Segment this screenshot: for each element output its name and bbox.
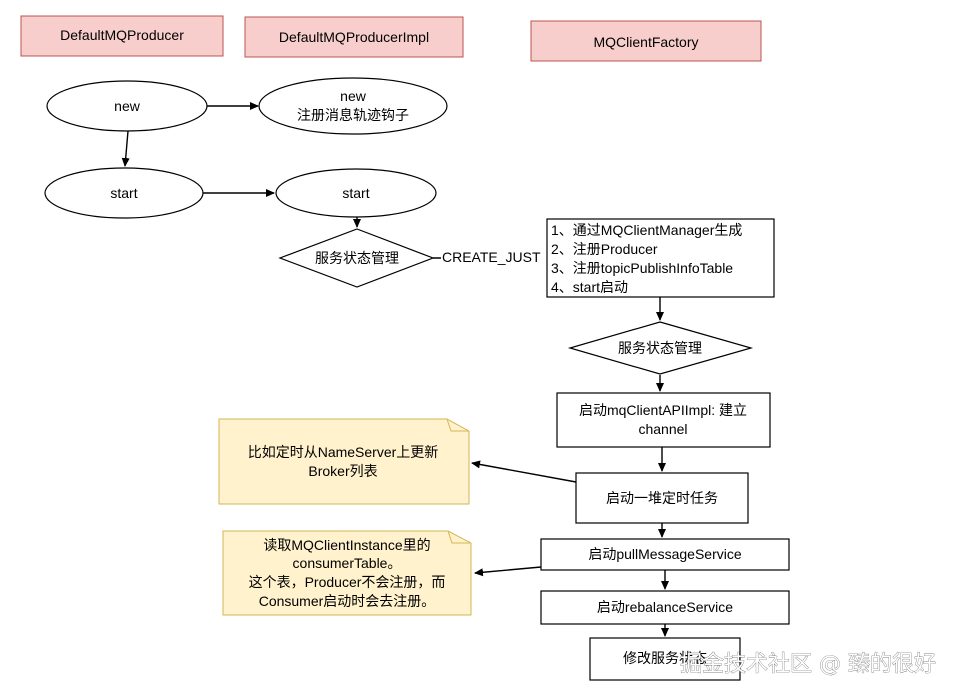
note1-line-2: Broker列表 <box>308 463 377 479</box>
modify-state-label: 修改服务状态 <box>623 650 707 666</box>
node-new-impl: new 注册消息轨迹钩子 <box>258 77 448 135</box>
note-nameserver-update: 比如定时从NameServer上更新 Broker列表 <box>218 418 470 505</box>
steps-line-3: 3、注册topicPublishInfoTable <box>551 260 733 276</box>
node-new-impl-line1: new <box>340 88 367 104</box>
node-modify-state: 修改服务状态 <box>589 637 741 681</box>
note2-line-4: Consumer启动时会去注册。 <box>259 593 436 609</box>
node-new-producer-label: new <box>114 98 141 114</box>
lane-label-producer-impl: DefaultMQProducerImpl <box>279 29 429 45</box>
steps-line-2: 2、注册Producer <box>551 241 658 257</box>
edge-new-to-start <box>121 130 130 167</box>
steps-line-1: 1、通过MQClientManager生成 <box>551 222 742 238</box>
decision-service-state-2: 服务状态管理 <box>567 321 754 375</box>
lane-header-producer-impl: DefaultMQProducerImpl <box>244 16 464 58</box>
node-steps-box: 1、通过MQClientManager生成 2、注册Producer 3、注册t… <box>546 218 775 298</box>
node-start-impl-label: start <box>342 185 369 201</box>
start-api-line-2: channel <box>638 421 687 437</box>
node-start-impl: start <box>275 168 437 218</box>
node-start-api: 启动mqClientAPIImpl: 建立 channel <box>556 392 771 448</box>
note2-line-2: consumerTable。 <box>293 555 402 571</box>
rebalance-service-label: 启动rebalanceService <box>597 599 733 615</box>
node-start-timers: 启动一堆定时任务 <box>575 472 749 524</box>
lane-header-producer: DefaultMQProducer <box>20 15 224 57</box>
edge-pull-to-note2 <box>474 566 542 577</box>
lane-header-client-factory: MQClientFactory <box>530 20 762 62</box>
create-just-label: CREATE_JUST <box>442 249 541 265</box>
note2-line-3: 这个表，Producer不会注册，而 <box>249 574 446 590</box>
pull-service-label: 启动pullMessageService <box>588 546 741 562</box>
note1-line-1: 比如定时从NameServer上更新 <box>248 444 439 460</box>
start-timers-label: 启动一堆定时任务 <box>606 490 718 506</box>
node-new-producer: new <box>46 80 208 132</box>
node-rebalance-service: 启动rebalanceService <box>540 590 790 625</box>
lane-label-client-factory: MQClientFactory <box>593 34 698 50</box>
steps-line-4: 4、start启动 <box>551 279 628 295</box>
node-new-impl-line2: 注册消息轨迹钩子 <box>297 107 409 123</box>
start-api-line-1: 启动mqClientAPIImpl: 建立 <box>579 402 747 418</box>
node-start-producer: start <box>44 167 204 219</box>
watermark-text: 掘金技术社区 @ 臻的很好 <box>680 652 936 677</box>
note-consumer-table: 读取MQClientInstance里的 consumerTable。 这个表，… <box>222 530 472 616</box>
lane-label-producer: DefaultMQProducer <box>60 27 184 43</box>
node-start-producer-label: start <box>110 185 137 201</box>
decision-service-state-1-label: 服务状态管理 <box>315 250 399 266</box>
node-pull-service: 启动pullMessageService <box>540 538 790 571</box>
edge-timers-to-note1 <box>471 460 577 483</box>
decision-service-state-2-label: 服务状态管理 <box>618 340 702 356</box>
note2-line-1: 读取MQClientInstance里的 <box>263 537 430 553</box>
decision-service-state-1: 服务状态管理 <box>278 228 435 288</box>
